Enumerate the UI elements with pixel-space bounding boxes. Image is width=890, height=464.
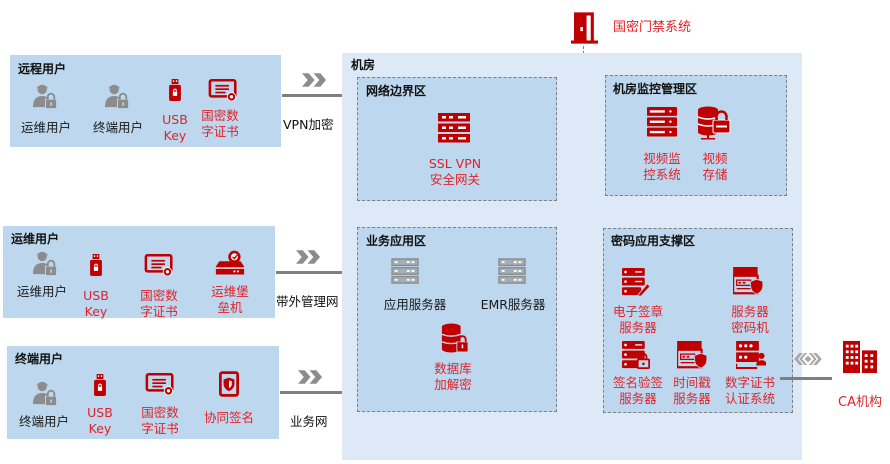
item-label: 终端用户 <box>18 414 69 429</box>
item-label: 视频 存储 <box>702 151 728 182</box>
room-title: 机房 <box>351 58 376 72</box>
bastion-host-icon <box>215 250 245 276</box>
chevron-right-icon <box>302 73 327 87</box>
link-label: VPN加密 <box>283 117 334 132</box>
door-icon <box>571 12 598 44</box>
item-label: 国密数 字证书 <box>141 405 179 436</box>
group-title: 远程用户 <box>18 62 67 76</box>
chevron-right-icon <box>296 250 321 264</box>
esign-server-icon <box>622 268 650 296</box>
group-title: 运维用户 <box>11 232 60 246</box>
item-label: 运维用户 <box>20 120 71 135</box>
vpn-gateway-icon <box>438 113 470 143</box>
link-label: 业务网 <box>290 414 328 429</box>
user-lock-icon <box>32 380 58 406</box>
certificate-icon <box>208 79 238 101</box>
user-lock-icon <box>32 250 58 276</box>
item-label: USB Key <box>162 112 188 143</box>
item-label: 服务器 密码机 <box>731 304 769 335</box>
building-icon <box>843 340 877 374</box>
hsm-icon <box>733 267 763 295</box>
item-label: 国密数 字证书 <box>201 108 239 139</box>
link-label: 带外管理网 <box>276 294 339 309</box>
ca-system-icon <box>736 341 766 369</box>
item-label: 签名验签 服务器 <box>612 375 663 406</box>
verify-server-icon <box>622 341 650 369</box>
server-icon <box>391 258 419 284</box>
zone-title: 网络边界区 <box>366 84 427 98</box>
item-label: EMR服务器 <box>480 297 546 312</box>
item-label: 时间戳 服务器 <box>673 375 711 406</box>
item-label: 视频监 控系统 <box>643 151 681 182</box>
zone-monitor-management <box>605 75 787 196</box>
ca-label: CA机构 <box>838 395 882 410</box>
user-lock-icon <box>104 83 130 109</box>
item-label: 国密数 字证书 <box>140 288 178 319</box>
item-label: USB Key <box>87 405 113 436</box>
item-label: 终端用户 <box>92 120 143 135</box>
usb-key-icon <box>168 79 182 101</box>
zone-title: 机房监控管理区 <box>613 82 698 96</box>
zone-title: 密码应用支撑区 <box>611 234 696 248</box>
storage-lock-icon <box>697 106 731 140</box>
usb-key-icon <box>93 374 107 396</box>
biz-link-line <box>280 391 344 394</box>
ca-link-line <box>780 377 832 380</box>
zone-business-app <box>357 227 557 412</box>
zone-crypto-support <box>603 228 793 413</box>
access-control-label: 国密门禁系统 <box>613 20 692 35</box>
user-lock-icon <box>32 83 58 109</box>
zone-title: 业务应用区 <box>366 234 427 248</box>
timestamp-server-icon <box>677 341 707 369</box>
item-label: SSL VPN 安全网关 <box>428 156 482 187</box>
server-rack-icon <box>647 107 677 137</box>
certificate-icon <box>145 373 175 395</box>
item-label: 运维用户 <box>16 284 67 299</box>
server-icon <box>498 258 526 284</box>
item-label: 运维堡 垒机 <box>211 284 249 315</box>
group-title: 终端用户 <box>15 352 64 366</box>
item-label: USB Key <box>83 288 109 319</box>
group-terminal-users <box>7 346 279 439</box>
database-lock-icon <box>441 323 469 353</box>
oob-link-line <box>276 271 344 274</box>
certificate-icon <box>144 254 174 276</box>
vpn-link-line <box>282 94 344 97</box>
item-label: 数据库 加解密 <box>434 361 472 392</box>
item-label: 电子签章 服务器 <box>612 304 663 335</box>
item-label: 数字证书 认证系统 <box>724 375 775 406</box>
item-label: 协同签名 <box>203 410 254 425</box>
chevron-right-icon <box>298 370 323 384</box>
usb-key-icon <box>89 254 103 276</box>
bidirectional-arrow-icon <box>790 353 826 365</box>
item-label: 应用服务器 <box>383 297 447 312</box>
tablet-shield-icon <box>219 371 239 397</box>
